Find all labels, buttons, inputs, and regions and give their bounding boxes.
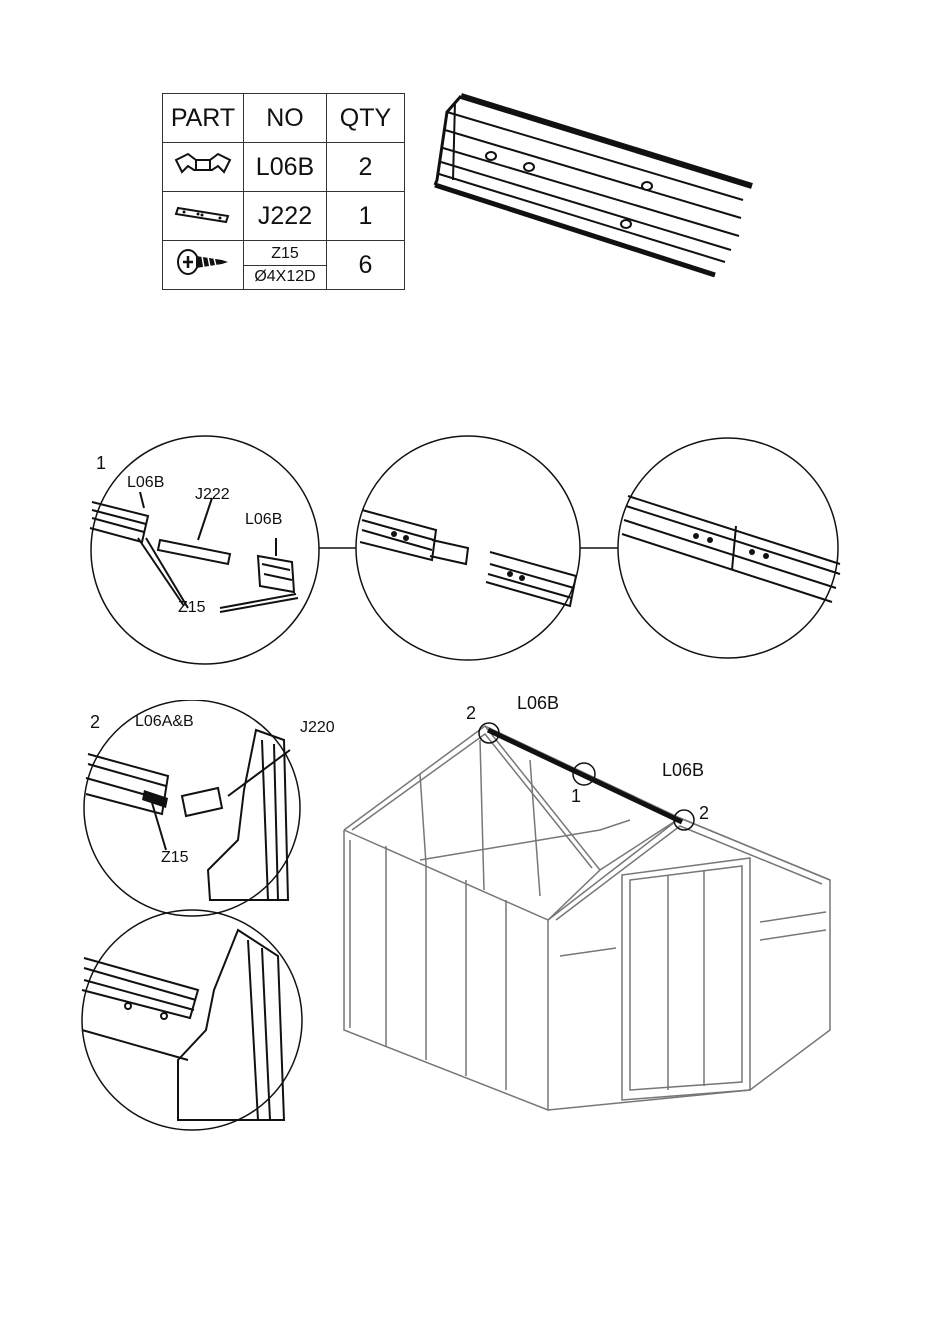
part-qty: 1 [327,192,405,241]
rail-profile-drawing [425,90,765,290]
connector-bar-icon [168,198,238,228]
step1-drawing [80,430,860,680]
greenhouse-number-mid: 1 [571,786,581,807]
header-no: NO [244,94,327,143]
part-qty: 6 [327,241,405,290]
header-qty: QTY [327,94,405,143]
parts-table: PART NO QTY L06B 2 J222 1 [162,93,405,290]
part-no-line2: Ø4X12D [244,266,326,288]
greenhouse-label-top-l06b: L06B [517,693,559,714]
step1-label-l06b-left: L06B [127,474,164,492]
step1-label-z15: Z15 [178,599,206,617]
part-no: L06B [244,143,327,192]
part-no-cell: Z15 Ø4X12D [244,241,327,290]
greenhouse-number-top-left: 2 [466,703,476,724]
greenhouse-drawing [330,690,850,1130]
greenhouse-label-mid-l06b: L06B [662,760,704,781]
part-z15-cell [163,241,244,290]
greenhouse-number-right: 2 [699,803,709,824]
part-no: J222 [244,192,327,241]
step1-label-l06b-right: L06B [245,511,282,529]
step1-number: 1 [96,453,106,474]
corner-bracket-icon [168,146,238,182]
part-l06b-cell [163,143,244,192]
step1-label-j222: J222 [195,486,230,504]
part-j222-cell [163,192,244,241]
header-part: PART [163,94,244,143]
part-qty: 2 [327,143,405,192]
step2-label-l06ab: L06A&B [135,713,194,731]
step2-number: 2 [90,712,100,733]
screw-icon [168,244,238,280]
step2-drawing [78,700,318,1140]
part-no-line1: Z15 [244,243,326,266]
step2-label-z15: Z15 [161,849,189,867]
